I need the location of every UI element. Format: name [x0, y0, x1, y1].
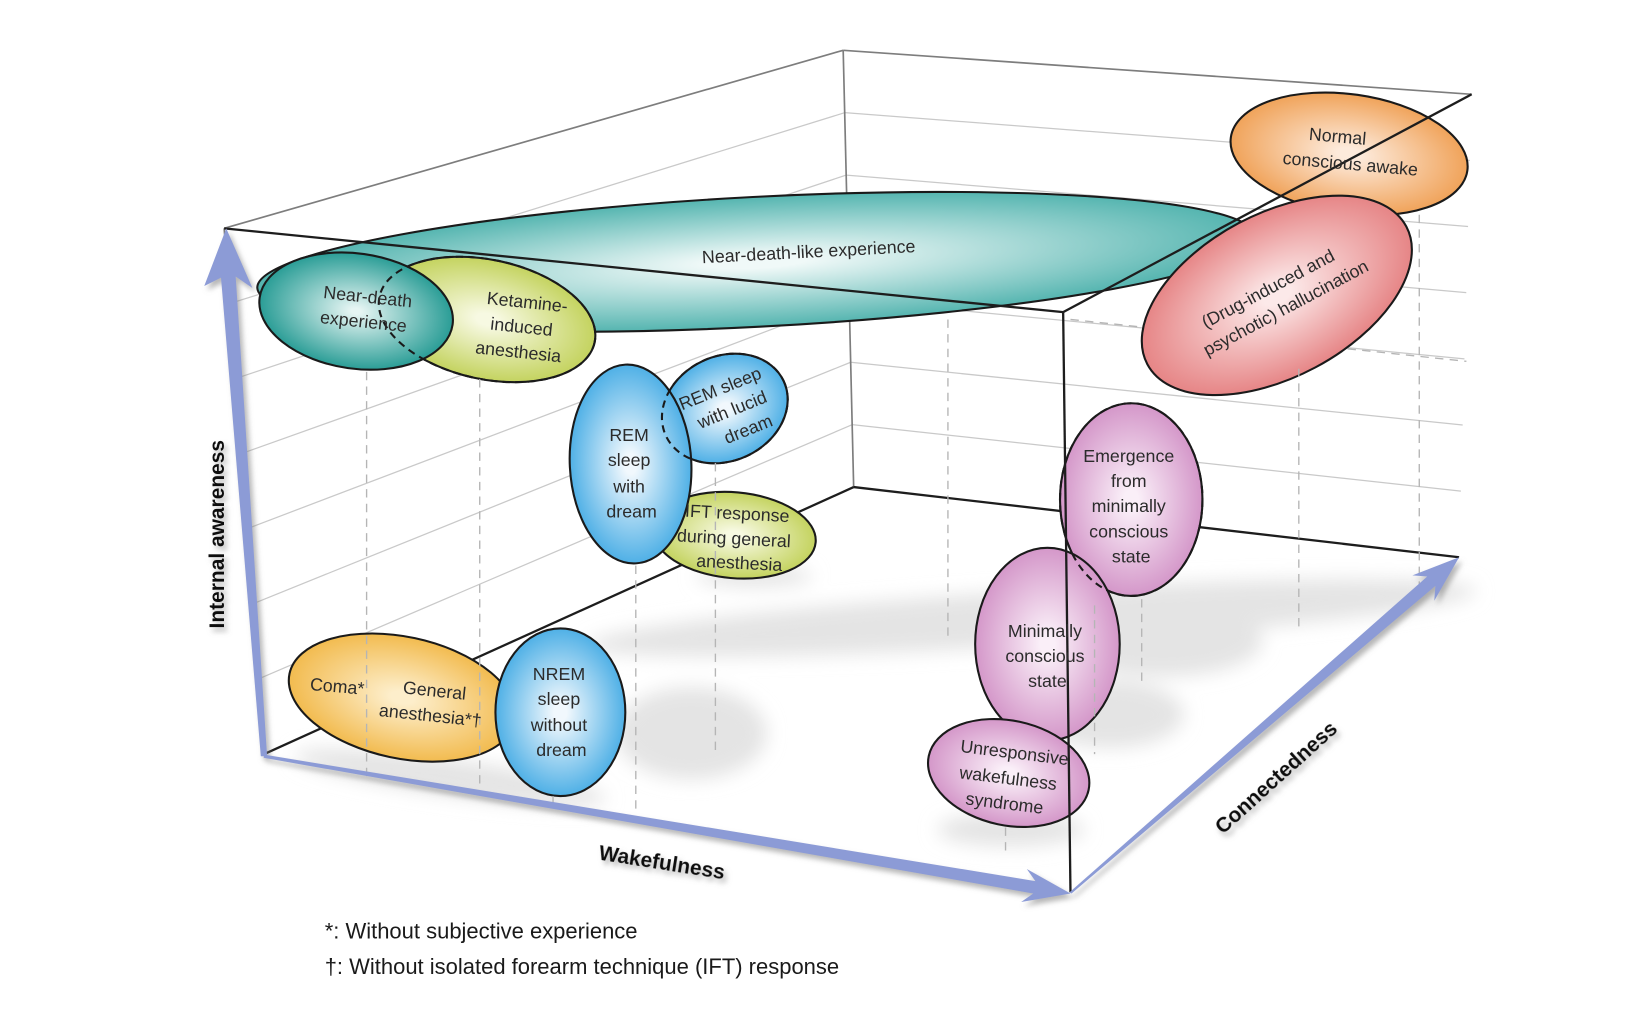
footnotes: *: Without subjective experience †: With… [325, 918, 839, 979]
axis-label-internal-awareness: Internal awareness [206, 440, 229, 629]
state-ellipse-mcs [974, 546, 1121, 742]
internal-awareness-arrow-icon [204, 228, 268, 757]
label-line: from [1111, 471, 1147, 491]
box-edge [843, 49, 1472, 96]
state-outline-ketamine-dashed [377, 255, 597, 384]
state-ellipse-rem-dream [568, 363, 693, 565]
label-line: anesthesia [696, 551, 783, 575]
box-edge [1062, 93, 1473, 314]
state-label-nrem-sleep: NREM sleep without dream [530, 664, 592, 760]
label-line: Normal [1308, 124, 1367, 149]
state-ellipse-hallucination [1140, 194, 1413, 397]
state-ellipse-near-death-experience [258, 251, 454, 371]
state-label-mcs: Minimally conscious state [1005, 621, 1089, 691]
label-line: state [1028, 671, 1067, 691]
footnote-asterisk: *: Without subjective experience [325, 918, 638, 943]
box-edge [223, 49, 844, 230]
box-front-edges [224, 93, 1473, 893]
axis-label-connectedness: Connectedness [1211, 717, 1342, 838]
state-ellipses [256, 91, 1469, 829]
label-line: state [1112, 546, 1151, 566]
label-line: without [530, 715, 587, 735]
box-edge [224, 227, 1064, 314]
label-line: conscious [1005, 646, 1084, 666]
state-ellipse-nrem-sleep [494, 627, 627, 798]
projection-line [1070, 318, 1467, 363]
gridline-back-face [850, 361, 1463, 426]
label-line: sleep [538, 689, 581, 709]
label-line: REM [609, 425, 649, 445]
floor-shadow [615, 687, 767, 780]
drop-lines [365, 214, 1420, 851]
label-line: minimally [1092, 496, 1166, 516]
state-label-coma: Coma* [309, 674, 365, 699]
axis-label-wakefulness: Wakefulness [597, 842, 726, 885]
label-line: Coma* [309, 674, 365, 699]
state-outline-emergence-dashed [1058, 402, 1204, 598]
label-line: Minimally [1008, 621, 1082, 641]
label-line: NREM [533, 664, 585, 684]
label-line: with [612, 476, 645, 496]
axis-arrows [204, 228, 1460, 903]
wakefulness-arrow-icon [263, 754, 1071, 903]
label-line: dream [606, 501, 656, 521]
connectedness-arrow-icon [1069, 557, 1460, 894]
label-line: Emergence [1083, 446, 1174, 466]
state-label-rem-dream: REM sleep with dream [606, 425, 656, 521]
state-ellipse-uws [926, 717, 1091, 829]
state-label-emergence-mcs: Emergence from minimally conscious state [1083, 446, 1179, 567]
footnote-dagger: †: Without isolated forearm technique (I… [325, 954, 839, 979]
state-outline-rem-lucid-dashed [660, 352, 789, 465]
label-line: sleep [608, 450, 651, 470]
gridline-left-face [246, 299, 850, 530]
floor-shadow [294, 749, 607, 806]
box-edge [1061, 312, 1072, 893]
label-line: dream [536, 740, 586, 760]
label-line: conscious [1089, 521, 1168, 541]
